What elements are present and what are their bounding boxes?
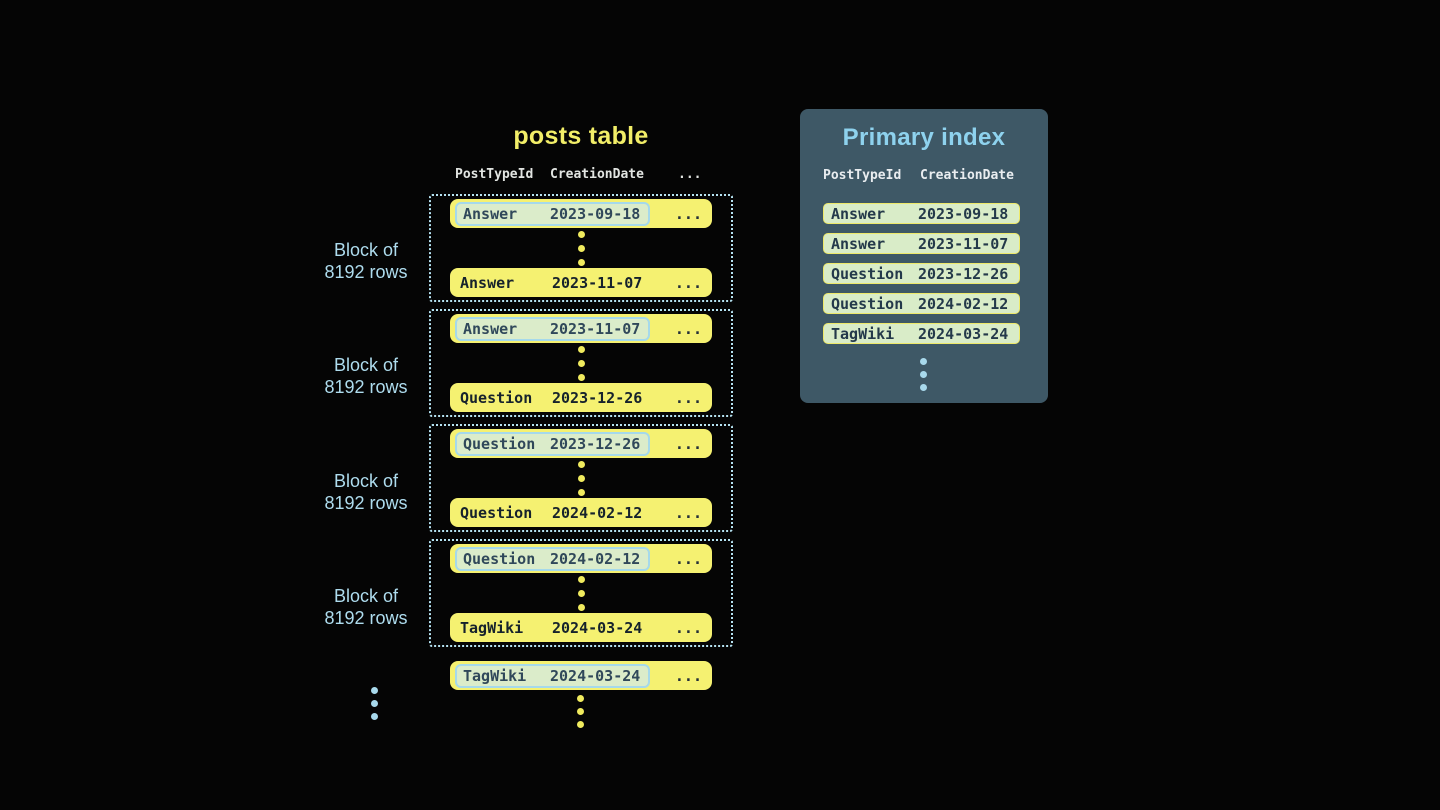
posts-table-column-headers: PostTypeId CreationDate ... xyxy=(455,167,735,182)
rows-omitted-dots xyxy=(450,573,712,613)
index-row: Question 2024-02-12 xyxy=(823,293,1020,314)
cell-ellipsis: ... xyxy=(674,273,702,292)
cell-creationdate: 2023-12-26 xyxy=(552,388,643,407)
index-row: TagWiki 2024-03-24 xyxy=(823,323,1020,344)
table-row-last: TagWiki 2024-03-24 ... xyxy=(450,613,712,642)
block-size-label: Block of 8192 rows xyxy=(306,585,426,629)
cell-ellipsis: ... xyxy=(674,666,702,685)
table-row-first: Question 2023-12-26 ... xyxy=(450,429,712,458)
table-row-first: Question 2024-02-12 ... xyxy=(450,544,712,573)
indexed-columns-highlight: Answer 2023-09-18 xyxy=(455,201,651,226)
cell-posttypeid: Answer xyxy=(463,319,518,338)
cell-creationdate: 2024-03-24 xyxy=(552,618,643,637)
cell-creationdate: 2023-09-18 xyxy=(918,204,1009,223)
cell-creationdate: 2023-12-26 xyxy=(550,434,641,453)
cell-creationdate: 2024-02-12 xyxy=(918,294,1009,313)
rows-omitted-dots xyxy=(450,458,712,498)
block-label-line2: 8192 rows xyxy=(324,262,408,282)
block-label-line1: Block of xyxy=(333,586,399,606)
indexed-columns-highlight: TagWiki 2024-03-24 xyxy=(455,663,651,688)
cell-ellipsis: ... xyxy=(674,434,702,453)
more-index-entries-dots xyxy=(920,358,927,391)
index-row: Answer 2023-09-18 xyxy=(823,203,1020,224)
table-row-first: Answer 2023-09-18 ... xyxy=(450,199,712,228)
cell-creationdate: 2023-11-07 xyxy=(918,234,1009,253)
cell-posttypeid: Question xyxy=(460,503,533,522)
cell-posttypeid: Question xyxy=(463,434,536,453)
more-rows-dots xyxy=(577,695,584,728)
indexed-columns-highlight: Question 2023-12-26 xyxy=(455,431,651,456)
indexed-columns-highlight: Answer 2023-11-07 xyxy=(455,316,651,341)
block-label-line2: 8192 rows xyxy=(324,493,408,513)
row-block-3: Question 2023-12-26 ... Question 2024-02… xyxy=(429,424,733,532)
cell-creationdate: 2023-12-26 xyxy=(918,264,1009,283)
row-block-2: Answer 2023-11-07 ... Question 2023-12-2… xyxy=(429,309,733,417)
cell-ellipsis: ... xyxy=(674,503,702,522)
posts-table-title: posts table xyxy=(513,122,649,150)
block-label-line1: Block of xyxy=(333,240,399,260)
cell-creationdate: 2024-03-24 xyxy=(550,666,641,685)
table-row-next-block-start: TagWiki 2024-03-24 ... xyxy=(450,661,712,690)
cell-creationdate: 2023-11-07 xyxy=(552,273,643,292)
column-header-creationdate: CreationDate xyxy=(550,167,644,182)
block-size-label: Block of 8192 rows xyxy=(306,239,426,283)
cell-posttypeid: Question xyxy=(460,388,533,407)
primary-index-rows: Answer 2023-09-18 Answer 2023-11-07 Ques… xyxy=(823,203,1020,353)
block-label-line2: 8192 rows xyxy=(324,608,408,628)
primary-index-title: Primary index xyxy=(842,124,1006,151)
block-label-line2: 8192 rows xyxy=(324,377,408,397)
column-header-posttypeid: PostTypeId xyxy=(823,168,902,183)
rows-omitted-dots xyxy=(450,343,712,383)
cell-creationdate: 2023-09-18 xyxy=(550,204,641,223)
table-row-last: Question 2024-02-12 ... xyxy=(450,498,712,527)
cell-ellipsis: ... xyxy=(674,549,702,568)
cell-creationdate: 2024-02-12 xyxy=(550,549,641,568)
cell-ellipsis: ... xyxy=(674,618,702,637)
index-row: Question 2023-12-26 xyxy=(823,263,1020,284)
block-size-label: Block of 8192 rows xyxy=(306,470,426,514)
cell-creationdate: 2024-02-12 xyxy=(552,503,643,522)
primary-index-column-headers: PostTypeId CreationDate xyxy=(823,168,1014,183)
cell-posttypeid: Answer xyxy=(463,204,518,223)
column-header-posttypeid: PostTypeId xyxy=(455,167,534,182)
cell-posttypeid: Answer xyxy=(831,204,886,223)
cell-posttypeid: TagWiki xyxy=(463,666,527,685)
cell-ellipsis: ... xyxy=(674,204,702,223)
cell-ellipsis: ... xyxy=(674,388,702,407)
posts-table-blocks: Answer 2023-09-18 ... Answer 2023-11-07 … xyxy=(429,194,733,654)
row-block-1: Answer 2023-09-18 ... Answer 2023-11-07 … xyxy=(429,194,733,302)
more-blocks-dots xyxy=(371,687,378,720)
cell-ellipsis: ... xyxy=(674,319,702,338)
index-row: Answer 2023-11-07 xyxy=(823,233,1020,254)
rows-omitted-dots xyxy=(450,228,712,268)
table-row-first: Answer 2023-11-07 ... xyxy=(450,314,712,343)
cell-creationdate: 2024-03-24 xyxy=(918,324,1009,343)
cell-creationdate: 2023-11-07 xyxy=(550,319,641,338)
table-row-last: Question 2023-12-26 ... xyxy=(450,383,712,412)
table-row-last: Answer 2023-11-07 ... xyxy=(450,268,712,297)
cell-posttypeid: Question xyxy=(831,294,904,313)
cell-posttypeid: Answer xyxy=(460,273,515,292)
column-header-creationdate: CreationDate xyxy=(920,168,1014,183)
indexed-columns-highlight: Question 2024-02-12 xyxy=(455,546,651,571)
cell-posttypeid: Question xyxy=(463,549,536,568)
cell-posttypeid: TagWiki xyxy=(831,324,895,343)
cell-posttypeid: Answer xyxy=(831,234,886,253)
cell-posttypeid: TagWiki xyxy=(460,618,524,637)
block-label-line1: Block of xyxy=(333,471,399,491)
primary-index-panel: Primary index PostTypeId CreationDate An… xyxy=(800,109,1048,403)
cell-posttypeid: Question xyxy=(831,264,904,283)
column-header-ellipsis: ... xyxy=(678,167,702,182)
row-block-4: Question 2024-02-12 ... TagWiki 2024-03-… xyxy=(429,539,733,647)
block-label-line1: Block of xyxy=(333,355,399,375)
block-size-label: Block of 8192 rows xyxy=(306,354,426,398)
